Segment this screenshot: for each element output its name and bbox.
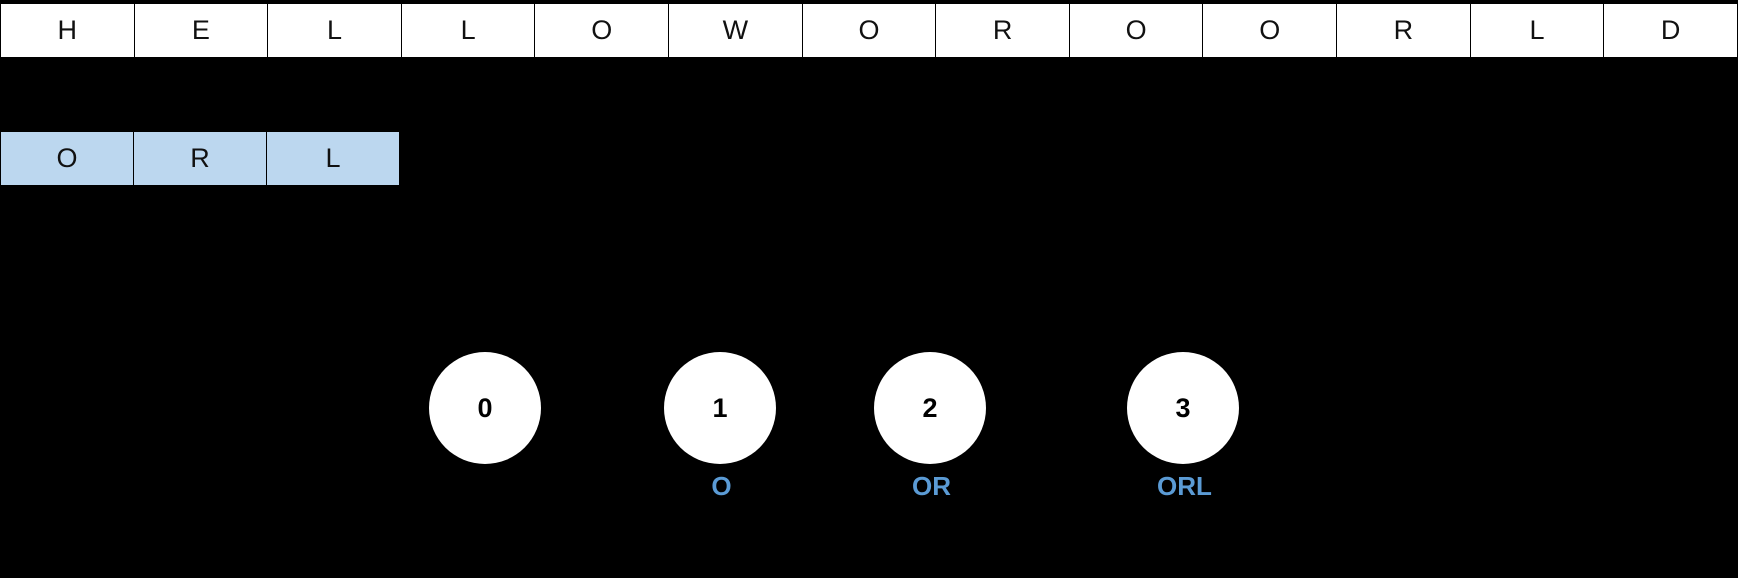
text-cell: R <box>1336 3 1471 58</box>
state-circle[interactable]: 2 <box>874 352 986 464</box>
text-cell: R <box>935 3 1070 58</box>
text-cell: O <box>801 3 937 58</box>
state-prefix-label <box>429 470 544 502</box>
text-cell: H <box>0 3 135 58</box>
state-node[interactable]: 0 <box>429 352 544 502</box>
text-cell: L <box>267 3 402 58</box>
text-cell: L <box>1469 3 1605 58</box>
state-prefix-label: O <box>711 471 732 501</box>
pattern-cell: L <box>266 131 400 186</box>
state-prefix-label: OR <box>912 471 951 501</box>
pattern-cell: R <box>133 131 267 186</box>
text-cell: O <box>534 3 670 58</box>
text-cell: W <box>668 3 803 58</box>
state-circle[interactable]: 0 <box>429 352 541 464</box>
state-circle[interactable]: 1 <box>664 352 776 464</box>
text-cell: L <box>400 3 536 58</box>
text-cell: D <box>1603 3 1738 58</box>
text-cell: O <box>1202 3 1338 58</box>
state-circle[interactable]: 3 <box>1127 352 1239 464</box>
text-cell: O <box>1068 3 1204 58</box>
state-prefix-label: ORL <box>1157 471 1212 501</box>
pattern-cell: O <box>0 131 134 186</box>
text-cell: E <box>133 3 269 58</box>
